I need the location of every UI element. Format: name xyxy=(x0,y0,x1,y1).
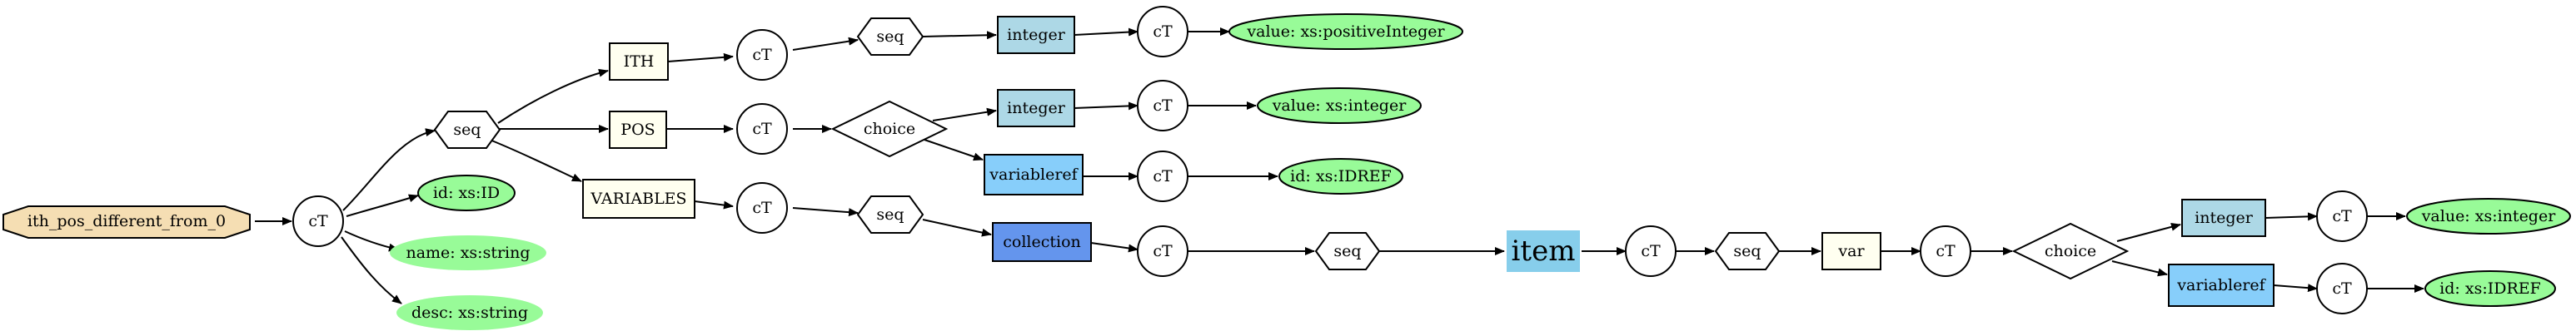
edge-variables-seq-collection xyxy=(922,219,992,237)
edge-ct-name xyxy=(344,230,399,252)
ith-integer-complex-type-node[interactable]: cT xyxy=(1137,6,1188,57)
var-complex-type-node[interactable]: cT xyxy=(1920,225,1971,277)
var-value-attribute-node[interactable]: value: xs:integer xyxy=(2406,198,2571,235)
variables-element-node[interactable]: VARIABLES xyxy=(582,179,695,219)
pos-element-label: POS xyxy=(620,121,655,139)
collection-complex-type-label: cT xyxy=(1153,242,1173,260)
edge-variables-ct-seq xyxy=(792,207,859,217)
attribute-desc-label: desc: xs:string xyxy=(411,304,528,322)
var-integer-label: integer xyxy=(2195,209,2254,227)
complex-type-label: cT xyxy=(308,212,328,230)
ith-element-node[interactable]: ITH xyxy=(609,42,669,81)
edge-seq-variables xyxy=(489,139,582,182)
edge-pos-choice-varref xyxy=(924,139,984,161)
ith-complex-type-node[interactable]: cT xyxy=(736,29,788,81)
var-element-node[interactable]: var xyxy=(1821,232,1881,270)
sequence-node[interactable]: seq xyxy=(433,111,501,149)
edge-var-integer-ct xyxy=(2265,212,2318,221)
var-complex-type-label: cT xyxy=(1936,242,1956,260)
pos-variableref-node[interactable]: variableref xyxy=(984,154,1084,195)
collection-complex-type-node[interactable]: cT xyxy=(1137,225,1188,277)
var-choice-node[interactable]: choice xyxy=(2011,222,2130,280)
ith-complex-type-label: cT xyxy=(752,46,772,64)
item-complex-type-label: cT xyxy=(1641,242,1661,260)
variables-sequence-node[interactable]: seq xyxy=(856,195,924,234)
item-element-label: item xyxy=(1512,235,1576,268)
pos-integer-complex-type-label: cT xyxy=(1153,96,1173,115)
variables-complex-type-node[interactable]: cT xyxy=(736,182,788,234)
ith-sequence-node[interactable]: seq xyxy=(856,17,924,56)
pos-complex-type-node[interactable]: cT xyxy=(736,103,788,155)
edge-seq-ith xyxy=(497,68,609,124)
ith-value-attribute-label: value: xs:positiveInteger xyxy=(1246,22,1445,41)
pos-integer-complex-type-node[interactable]: cT xyxy=(1137,80,1188,131)
var-variableref-complex-type-node[interactable]: cT xyxy=(2316,263,2368,314)
attribute-id-node[interactable]: id: xs:ID xyxy=(417,175,516,211)
variables-element-label: VARIABLES xyxy=(590,190,686,208)
collection-sequence-node[interactable]: seq xyxy=(1314,232,1381,270)
attribute-name-node[interactable]: name: xs:string xyxy=(390,235,546,270)
edge-ct-seq xyxy=(342,128,436,211)
variables-sequence-label: seq xyxy=(876,205,904,224)
pos-complex-type-label: cT xyxy=(752,120,772,138)
edge-var-choice-varref xyxy=(2111,260,2168,277)
collection-element-label: collection xyxy=(1003,233,1081,251)
pos-variableref-complex-type-label: cT xyxy=(1153,167,1173,185)
pos-choice-label: choice xyxy=(864,120,915,138)
var-value-attribute-label: value: xs:integer xyxy=(2421,207,2557,225)
edge-ith-seq-integer xyxy=(922,31,997,40)
var-id-attribute-label: id: xs:IDREF xyxy=(2439,279,2541,298)
ith-sequence-label: seq xyxy=(876,27,904,46)
var-choice-label: choice xyxy=(2045,242,2096,260)
edge-var-choice-integer xyxy=(2116,222,2181,242)
edge-ct-desc xyxy=(341,236,402,304)
var-variableref-label: variableref xyxy=(2176,276,2266,294)
edge-ith-ct xyxy=(667,52,734,62)
collection-element-node[interactable]: collection xyxy=(992,222,1092,262)
var-integer-node[interactable]: integer xyxy=(2181,199,2266,237)
pos-value-attribute-node[interactable]: value: xs:integer xyxy=(1257,87,1422,124)
pos-integer-label: integer xyxy=(1007,99,1066,117)
item-sequence-label: seq xyxy=(1733,242,1761,260)
edge-var-varref-ct xyxy=(2273,284,2318,293)
pos-element-node[interactable]: POS xyxy=(609,111,667,149)
pos-variableref-label: variableref xyxy=(989,166,1079,184)
pos-choice-node[interactable]: choice xyxy=(830,100,949,158)
item-complex-type-node[interactable]: cT xyxy=(1625,225,1677,277)
edge-variables-ct xyxy=(694,200,734,210)
ith-element-label: ITH xyxy=(624,52,655,71)
var-id-attribute-node[interactable]: id: xs:IDREF xyxy=(2424,270,2556,307)
edge-ith-ct-seq xyxy=(792,37,859,51)
attribute-name-label: name: xs:string xyxy=(406,244,530,262)
item-sequence-node[interactable]: seq xyxy=(1714,232,1781,270)
ith-integer-label: integer xyxy=(1007,26,1066,44)
root-element-node[interactable]: ith_pos_different_from_0 xyxy=(2,205,251,239)
edge-collection-ct xyxy=(1090,242,1139,253)
edge-pos-choice-integer xyxy=(932,107,997,121)
var-variableref-complex-type-label: cT xyxy=(2332,279,2352,298)
collection-sequence-label: seq xyxy=(1333,242,1361,260)
edge-ct-id xyxy=(346,194,419,217)
attribute-id-label: id: xs:ID xyxy=(433,184,500,202)
sequence-label: seq xyxy=(453,121,481,139)
complex-type-node[interactable]: cT xyxy=(292,195,344,247)
pos-variableref-complex-type-node[interactable]: cT xyxy=(1137,151,1188,202)
ith-value-attribute-node[interactable]: value: xs:positiveInteger xyxy=(1228,13,1463,50)
ith-integer-complex-type-label: cT xyxy=(1153,22,1173,41)
edge-ith-integer-ct xyxy=(1074,27,1139,37)
root-element-label: ith_pos_different_from_0 xyxy=(27,212,226,230)
item-element-node[interactable]: item xyxy=(1505,229,1582,274)
var-variableref-node[interactable]: variableref xyxy=(2168,264,2275,307)
attribute-desc-node[interactable]: desc: xs:string xyxy=(396,295,543,330)
var-element-label: var xyxy=(1837,242,1865,260)
edge-pos-integer-ct xyxy=(1074,101,1139,111)
variables-complex-type-label: cT xyxy=(752,199,772,217)
pos-integer-node[interactable]: integer xyxy=(997,89,1075,127)
pos-value-attribute-label: value: xs:integer xyxy=(1272,96,1408,115)
var-integer-complex-type-label: cT xyxy=(2332,207,2352,225)
pos-id-attribute-node[interactable]: id: xs:IDREF xyxy=(1278,158,1403,195)
ith-integer-node[interactable]: integer xyxy=(997,16,1075,54)
var-integer-complex-type-node[interactable]: cT xyxy=(2316,190,2368,242)
pos-id-attribute-label: id: xs:IDREF xyxy=(1290,167,1392,185)
